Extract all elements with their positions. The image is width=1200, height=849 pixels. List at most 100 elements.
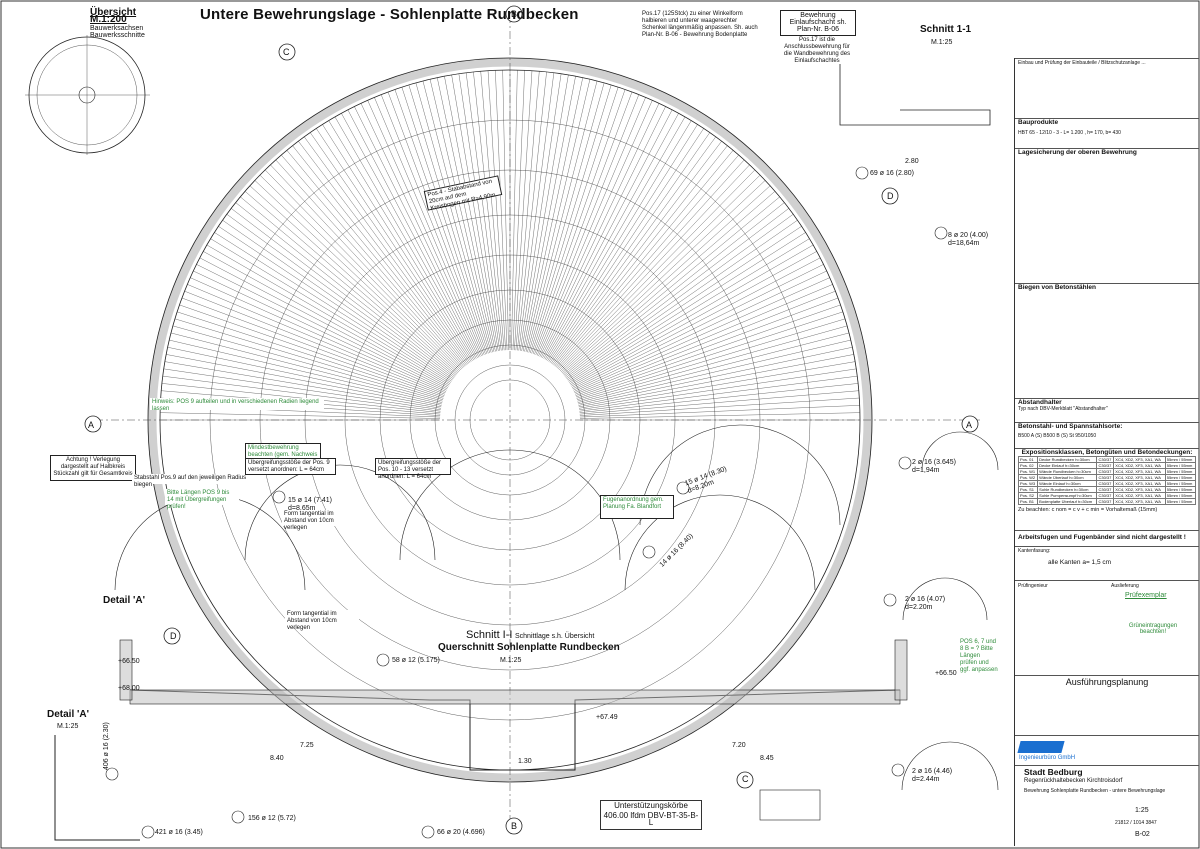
note-pos6: POS 6, 7 und 8 B = ? Bitte Längen prüfen… — [958, 638, 1000, 678]
planno-label: B-02 — [1135, 831, 1150, 838]
position-bubble — [105, 767, 119, 781]
level-68-00: +68.00 — [118, 685, 140, 692]
radial-bar — [181, 297, 445, 396]
bauprodukte-title: Bauprodukte — [1018, 119, 1059, 126]
company-logo-icon — [1017, 741, 1065, 753]
radial-bar — [538, 100, 653, 357]
project-label: Regenrückhaltebecken Kirchtroisdorf — [1024, 778, 1123, 784]
radial-bar — [530, 84, 612, 354]
position-bubble — [141, 825, 155, 839]
radial-bar — [387, 91, 486, 355]
section-main-subtitle: Querschnitt Sohlenplatte Rundbecken — [438, 642, 620, 653]
radial-bar — [163, 368, 441, 410]
axis-A-right: A — [966, 420, 973, 430]
radial-bar — [164, 361, 442, 409]
radial-bar — [539, 103, 660, 357]
radial-bar — [578, 347, 853, 406]
radial-bar — [199, 257, 449, 388]
detailA-bottom-scale: M.1:25 — [57, 723, 79, 730]
level-66-50: +66.50 — [118, 658, 140, 665]
radial-bar — [341, 113, 477, 359]
radial-bar — [184, 290, 445, 395]
axis-marker-circle — [881, 187, 899, 205]
radial-bar — [544, 116, 686, 360]
radial-bar — [576, 318, 846, 400]
radial-bar — [169, 339, 442, 405]
radial-bar — [495, 70, 508, 351]
note-uebergreif2: Übergreifungsstöße der Pos. 10 - 13 vers… — [375, 458, 451, 480]
radial-bar — [259, 174, 461, 372]
radial-bar — [322, 124, 473, 361]
note-form2: Form tangential im Abstand von 10cm verl… — [285, 610, 359, 631]
radial-bar — [569, 238, 810, 384]
company-label: Ingenieurbüro GmbH — [1019, 755, 1076, 761]
pos-label-6: 2 ø 16 (3.645) d=1,94m — [912, 459, 956, 474]
radial-bar — [577, 325, 848, 402]
dim-1-30: 1.30 — [518, 758, 532, 765]
radial-bar — [292, 145, 467, 366]
radial-bar — [542, 109, 673, 359]
position-bubble — [883, 593, 897, 607]
hbt-text: HBT 65 - 12/10 - 3 - L= 1.200 , h= 170, … — [1018, 130, 1121, 136]
axis-C-bottom: C — [742, 774, 749, 784]
radial-bar — [547, 124, 698, 361]
radial-bar — [179, 304, 444, 398]
radial-bar — [546, 120, 692, 361]
axis-marker-circle — [84, 415, 102, 433]
axis-marker-circle — [505, 817, 523, 835]
radial-bar — [380, 94, 485, 355]
sidebar-project: Stadt Bedburg Regenrückhaltebecken Kirch… — [1015, 765, 1199, 846]
radial-bar — [270, 164, 463, 370]
radial-bar — [347, 109, 478, 359]
radial-bar — [579, 383, 859, 413]
radial-bar — [564, 202, 785, 377]
sidebar-bauprodukte: Bauprodukte HBT 65 - 12/10 - 3 - L= 1.20… — [1015, 118, 1199, 148]
radial-bar — [578, 361, 856, 409]
radial-bar — [162, 375, 441, 412]
abstandhalter-title: Abstandhalter — [1018, 399, 1062, 406]
radial-bar — [527, 80, 598, 353]
zubeachten: Zu beachten: c nom = c v + c min = Vorha… — [1018, 507, 1158, 513]
pos-label-15: 8 ø 20 (4.00) d=18,64m — [948, 232, 989, 247]
radial-bar — [577, 332, 850, 403]
radial-bar — [408, 84, 490, 354]
pruefingenieur-label: Prüfingenieur — [1018, 583, 1048, 589]
radial-bar — [525, 79, 591, 352]
radial-bar — [451, 74, 499, 352]
radial-bar — [286, 150, 466, 367]
pos-label-8: 2 ø 16 (4.46) d=2.44m — [912, 768, 953, 783]
radial-bar — [480, 71, 505, 351]
radial-bar — [558, 169, 756, 371]
small-arc — [902, 577, 988, 621]
section11-title: Schnitt 1-1 — [920, 24, 972, 35]
radial-bar — [172, 325, 443, 402]
radial-bar — [231, 208, 455, 378]
radial-bar — [281, 154, 465, 368]
radial-bar — [193, 270, 447, 391]
radial-bar — [458, 73, 500, 351]
lagesicherung-title: Lagesicherung der oberen Bewehrung — [1018, 149, 1137, 156]
kantenfasung-title: Kantenfasung: — [1018, 548, 1051, 554]
radial-bar — [429, 79, 495, 352]
pos-label-2: 421 ø 16 (3.45) — [155, 829, 203, 836]
radial-bar — [206, 244, 450, 386]
radial-bar — [437, 77, 496, 352]
small-arc — [901, 741, 999, 791]
kanten-text: alle Kanten a= 1,5 cm — [1048, 559, 1112, 566]
radial-bar — [578, 354, 854, 408]
sidebar-pruef: Prüfingenieur Auslieferung Prüfexemplar … — [1015, 580, 1199, 675]
support-box: Unterstützungskörbe 406.00 lfdm DBV-BT-3… — [600, 800, 702, 830]
pos-label-16: 69 ø 16 (2.80) — [870, 170, 914, 177]
position-bubble — [376, 653, 390, 667]
axis-marker-circle — [505, 5, 523, 23]
position-bubble — [898, 456, 912, 470]
tangential-form-arc — [624, 494, 816, 591]
radial-bar — [571, 257, 821, 388]
axis-marker-circle — [736, 771, 754, 789]
radial-bar — [360, 103, 481, 357]
